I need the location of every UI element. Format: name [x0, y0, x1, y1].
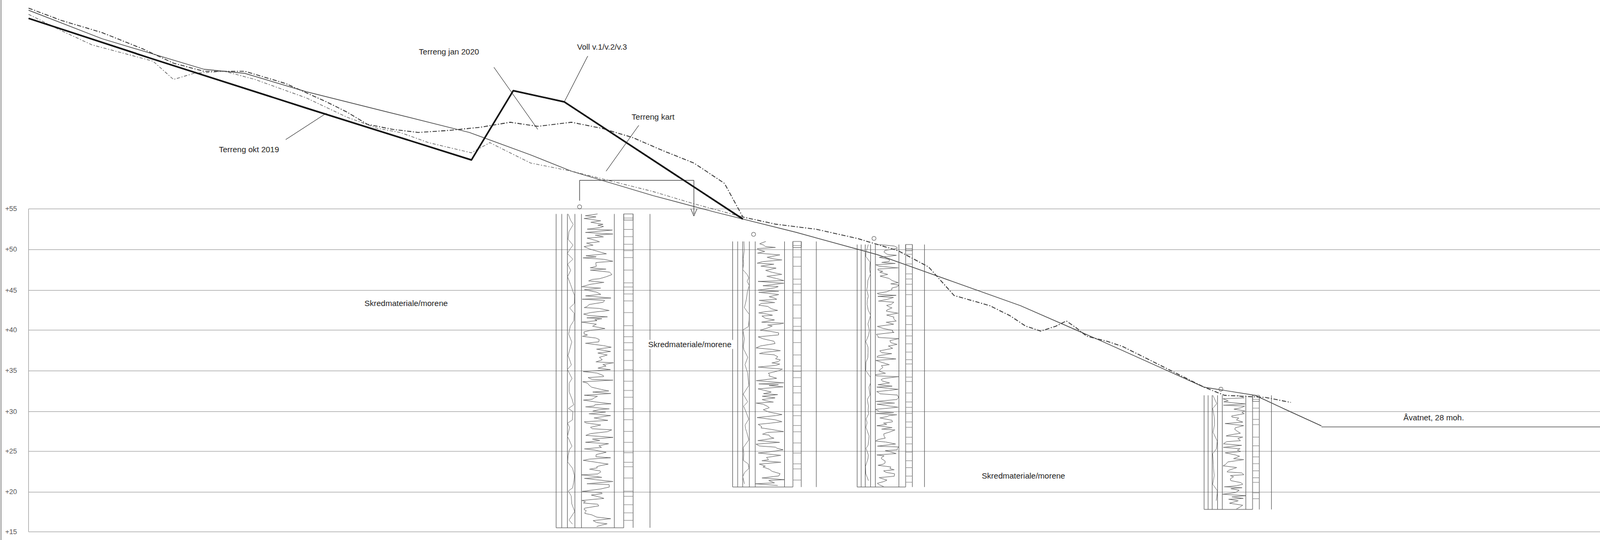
embankment-line — [28, 18, 743, 220]
lake-level-line — [1321, 427, 1600, 428]
terrain-map-line — [28, 10, 1321, 427]
elevation-label: +40 — [4, 326, 19, 335]
callout-label: Voll v.1/v.2/v.3 — [575, 42, 629, 52]
elevation-label: +50 — [4, 245, 19, 254]
bracket — [579, 180, 698, 217]
soil-label: Skredmateriale/morene — [646, 339, 733, 350]
soil-label: Skredmateriale/morene — [980, 471, 1068, 481]
elevation-label: +15 — [4, 528, 19, 537]
soil-label: Skredmateriale/morene — [362, 299, 450, 309]
soil-label: Åvatnet, 28 moh. — [1401, 413, 1466, 423]
elevation-label: +35 — [4, 367, 19, 376]
leader-lines — [285, 56, 639, 172]
elevation-label: +20 — [4, 488, 19, 497]
borehole-logs — [555, 204, 1272, 529]
elevation-label: +45 — [4, 286, 19, 295]
callout-label: Terreng okt 2019 — [217, 145, 281, 155]
elevation-label: +25 — [4, 447, 19, 456]
callout-label: Terreng kart — [630, 112, 677, 122]
terrain-jan-2020-line — [28, 8, 1291, 403]
elevation-label: +30 — [4, 407, 19, 416]
elevation-label: +55 — [4, 205, 19, 214]
terrain-oct-2019-line — [28, 14, 743, 218]
callout-label: Terreng jan 2020 — [417, 47, 482, 57]
elevation-grid — [28, 209, 1600, 533]
